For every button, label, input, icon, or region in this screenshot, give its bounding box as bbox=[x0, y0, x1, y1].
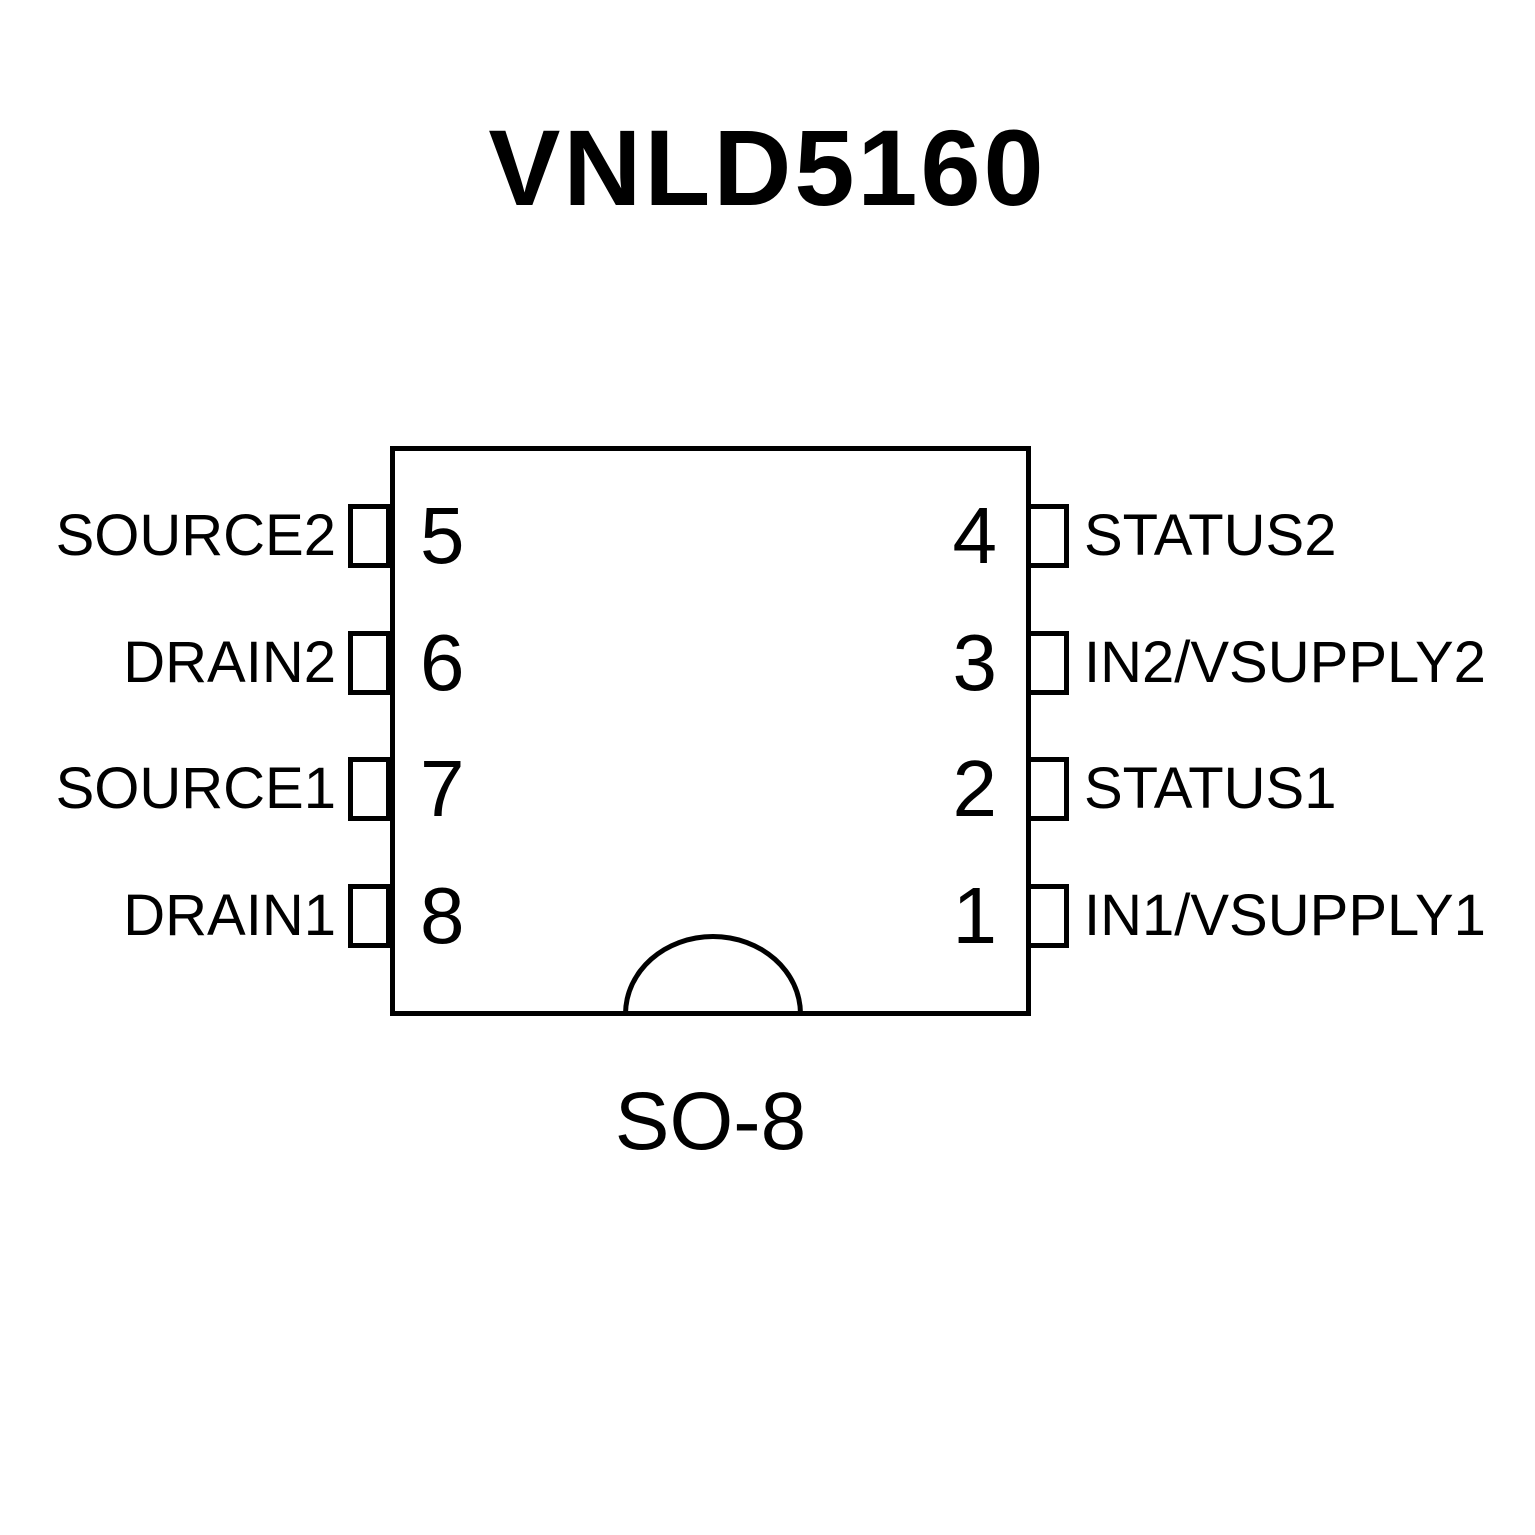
pin-2-pad bbox=[1026, 757, 1069, 821]
pin-8-number: 8 bbox=[420, 871, 465, 960]
pin-8-pad bbox=[348, 884, 391, 948]
pin-3-label: IN2/VSUPPLY2 bbox=[1084, 630, 1486, 695]
pin-4-number: 4 bbox=[952, 491, 998, 580]
pin-1-number: 1 bbox=[952, 871, 998, 960]
pin-2-number: 2 bbox=[952, 744, 998, 833]
pin-1-pad bbox=[1026, 884, 1069, 948]
pin-3-pad bbox=[1026, 631, 1069, 695]
pin-7-pad bbox=[348, 757, 391, 821]
pin-6-label: DRAIN2 bbox=[123, 630, 336, 695]
pin-3-number: 3 bbox=[952, 618, 998, 707]
pin-2-label: STATUS1 bbox=[1084, 756, 1337, 821]
pin-8-label: DRAIN1 bbox=[123, 883, 336, 948]
pin-5-label: SOURCE2 bbox=[55, 503, 336, 568]
pin-4-label: STATUS2 bbox=[1084, 503, 1337, 568]
pin-1-label: IN1/VSUPPLY1 bbox=[1084, 883, 1486, 948]
pin-5-number: 5 bbox=[420, 491, 465, 580]
pin-5-pad bbox=[348, 504, 391, 568]
part-number-title: VNLD5160 bbox=[488, 107, 1047, 228]
pin-6-number: 6 bbox=[420, 618, 465, 707]
ic-package-body bbox=[390, 446, 1031, 1016]
pin-4-pad bbox=[1026, 504, 1069, 568]
pin-7-number: 7 bbox=[420, 744, 465, 833]
package-name-label: SO-8 bbox=[614, 1076, 807, 1167]
pin-7-label: SOURCE1 bbox=[55, 756, 336, 821]
pin-6-pad bbox=[348, 631, 391, 695]
